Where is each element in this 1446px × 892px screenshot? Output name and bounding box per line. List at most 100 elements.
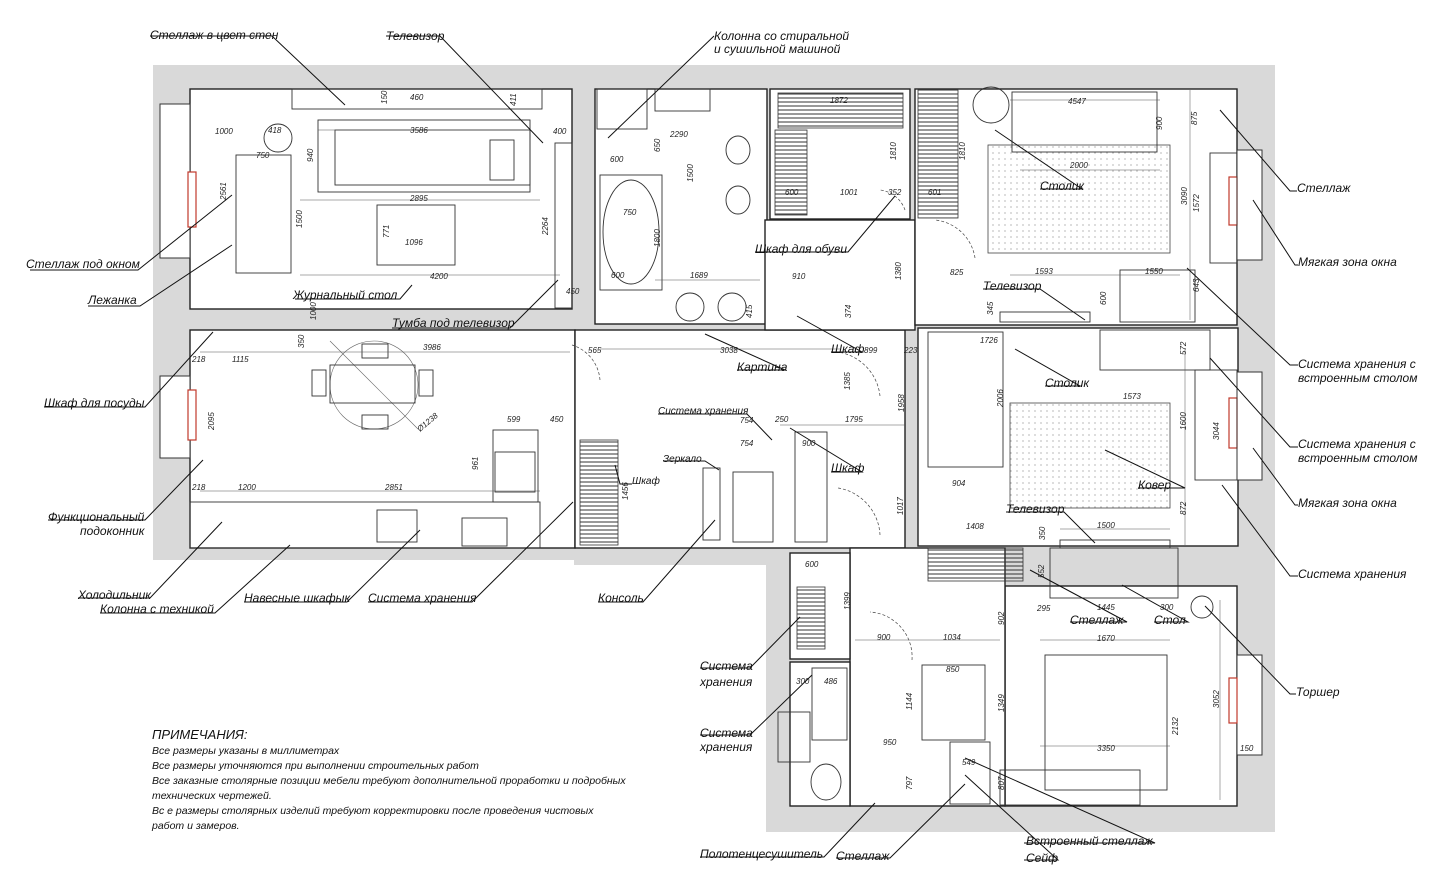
label-mirror: Зеркало (663, 454, 702, 465)
label-functional-sill-1: Функциональный (48, 510, 145, 524)
dim-text: 2895 (409, 194, 428, 203)
dim-text: 250 (774, 415, 789, 424)
furniture (189, 86, 1238, 806)
hallway (574, 329, 906, 549)
dim-text: 600 (785, 188, 799, 197)
label-column-washer-2: и сушильной машиной (714, 42, 841, 56)
dim-text: 850 (946, 665, 960, 674)
label-wall-cabinets: Навесные шкафык (244, 591, 351, 605)
notes-line: Все заказные столярные позиции мебели тр… (152, 775, 626, 787)
label-side-table-1: Столик (1040, 179, 1085, 193)
dim-text: 1795 (845, 415, 863, 424)
label-side-table-2: Столик (1045, 376, 1090, 390)
label-storage-bath-1a: Система (700, 659, 753, 673)
dim-text: 2264 (541, 217, 550, 236)
dim-text: 3038 (720, 346, 738, 355)
dim-text: 1600 (1179, 412, 1188, 430)
dim-text: 950 (883, 738, 897, 747)
dim-text: 2000 (1069, 161, 1088, 170)
label-tv-top: Телевизор (386, 29, 445, 43)
label-tv-bedroom2: Телевизор (1006, 502, 1065, 516)
dim-text: 904 (952, 479, 966, 488)
dim-text: 650 (653, 138, 662, 152)
label-functional-sill-2: подоконник (80, 524, 146, 538)
dim-text: 549 (962, 758, 976, 767)
label-shoe-cabinet: Шкаф для обуви (755, 242, 847, 256)
label-storage-system-right: Система хранения (1298, 567, 1407, 581)
notes-line: технических чертежей. (152, 790, 272, 802)
label-shelf-under-window: Стеллаж под окном (26, 257, 140, 271)
dim-text: 1500 (295, 210, 304, 228)
dim-text: 1408 (966, 522, 984, 531)
label-shelving-bath: Стеллаж (836, 849, 890, 863)
label-tv-stand: Тумба под телевизор (392, 316, 515, 330)
dim-text: 1144 (905, 692, 914, 710)
dim-text: 1000 (309, 302, 318, 320)
living-room (189, 88, 573, 310)
dim-text: 750 (256, 151, 270, 160)
dim-text: 3090 (1180, 187, 1189, 205)
notes-line: Все размеры уточняются при выполнении ст… (152, 760, 479, 772)
dim-text: 400 (553, 127, 567, 136)
dim-text: 900 (1155, 116, 1164, 130)
label-storage-bath-2a: Система (700, 726, 753, 740)
dim-text: 374 (844, 304, 853, 318)
dim-text: 218 (191, 355, 206, 364)
dim-text: 825 (950, 268, 964, 277)
label-storage-desk-1a: Система хранения с (1298, 357, 1416, 371)
dim-text: 350 (297, 334, 306, 348)
dim-text: 940 (306, 148, 315, 162)
dim-text: 1593 (1035, 267, 1053, 276)
notes-line: работ и замеров. (152, 820, 240, 832)
dim-text: 797 (905, 776, 914, 790)
doors (571, 189, 976, 661)
dim-text: 300 (1160, 603, 1174, 612)
dim-text: 565 (588, 346, 602, 355)
dim-text: 1456 (621, 482, 630, 500)
dim-text: 350 (1038, 526, 1047, 540)
kitchen-dining (189, 329, 576, 549)
label-dish-cabinet: Шкаф для посуды (44, 396, 145, 410)
dim-text: 1349 (997, 694, 1006, 712)
dim-text: 1800 (653, 229, 662, 247)
label-tv-bedroom1: Телевизор (983, 279, 1042, 293)
dim-text: 411 (509, 93, 518, 106)
dim-text: 1689 (690, 271, 708, 280)
label-storage-desk-2a: Система хранения с (1298, 437, 1416, 451)
label-daybed: Лежанка (87, 293, 137, 307)
dim-text: 910 (792, 272, 806, 281)
notes-block: ПРИМЕЧАНИЯ: Все размеры указаны в миллим… (152, 727, 712, 834)
dim-text: 1500 (1097, 521, 1115, 530)
label-console: Консоль (598, 591, 644, 605)
dim-text: 807 (997, 776, 1006, 790)
label-storage-bath-2b: хранения (699, 740, 753, 754)
dim-text: 486 (824, 677, 838, 686)
dim-text: 1017 (896, 497, 905, 515)
dim-text: 2095 (207, 412, 216, 431)
dim-text: 460 (410, 93, 424, 102)
notes-title: ПРИМЕЧАНИЯ: (152, 727, 248, 742)
main-bathroom (594, 88, 768, 325)
hall-lower (849, 547, 1006, 807)
dim-text: 2132 (1171, 717, 1180, 736)
dim-text: 218 (191, 483, 206, 492)
dim-text: 1550 (1145, 267, 1163, 276)
dim-text: 1034 (943, 633, 961, 642)
dim-text: 1810 (889, 142, 898, 160)
leader-lines (30, 35, 1298, 861)
dim-text: 223 (903, 346, 918, 355)
dim-text: 2006 (996, 389, 1005, 408)
label-storage-desk-1b: встроенным столом (1298, 371, 1417, 385)
dim-text: 150 (380, 90, 389, 104)
dim-text: 150 (1240, 744, 1254, 753)
label-coffee-table: Журнальный стол (292, 288, 397, 302)
dim-text: 1096 (405, 238, 423, 247)
dim-text: 450 (566, 287, 580, 296)
dim-text: 1380 (894, 262, 903, 280)
dim-text: 600 (1099, 291, 1108, 305)
label-shelf-wall-color: Стеллаж в цвет стен (150, 28, 279, 42)
label-fridge: Холодильник (77, 588, 152, 602)
label-shelving-mid: Стеллаж (1070, 613, 1124, 627)
dim-text: 600 (611, 271, 625, 280)
dim-text: 2561 (219, 182, 228, 201)
